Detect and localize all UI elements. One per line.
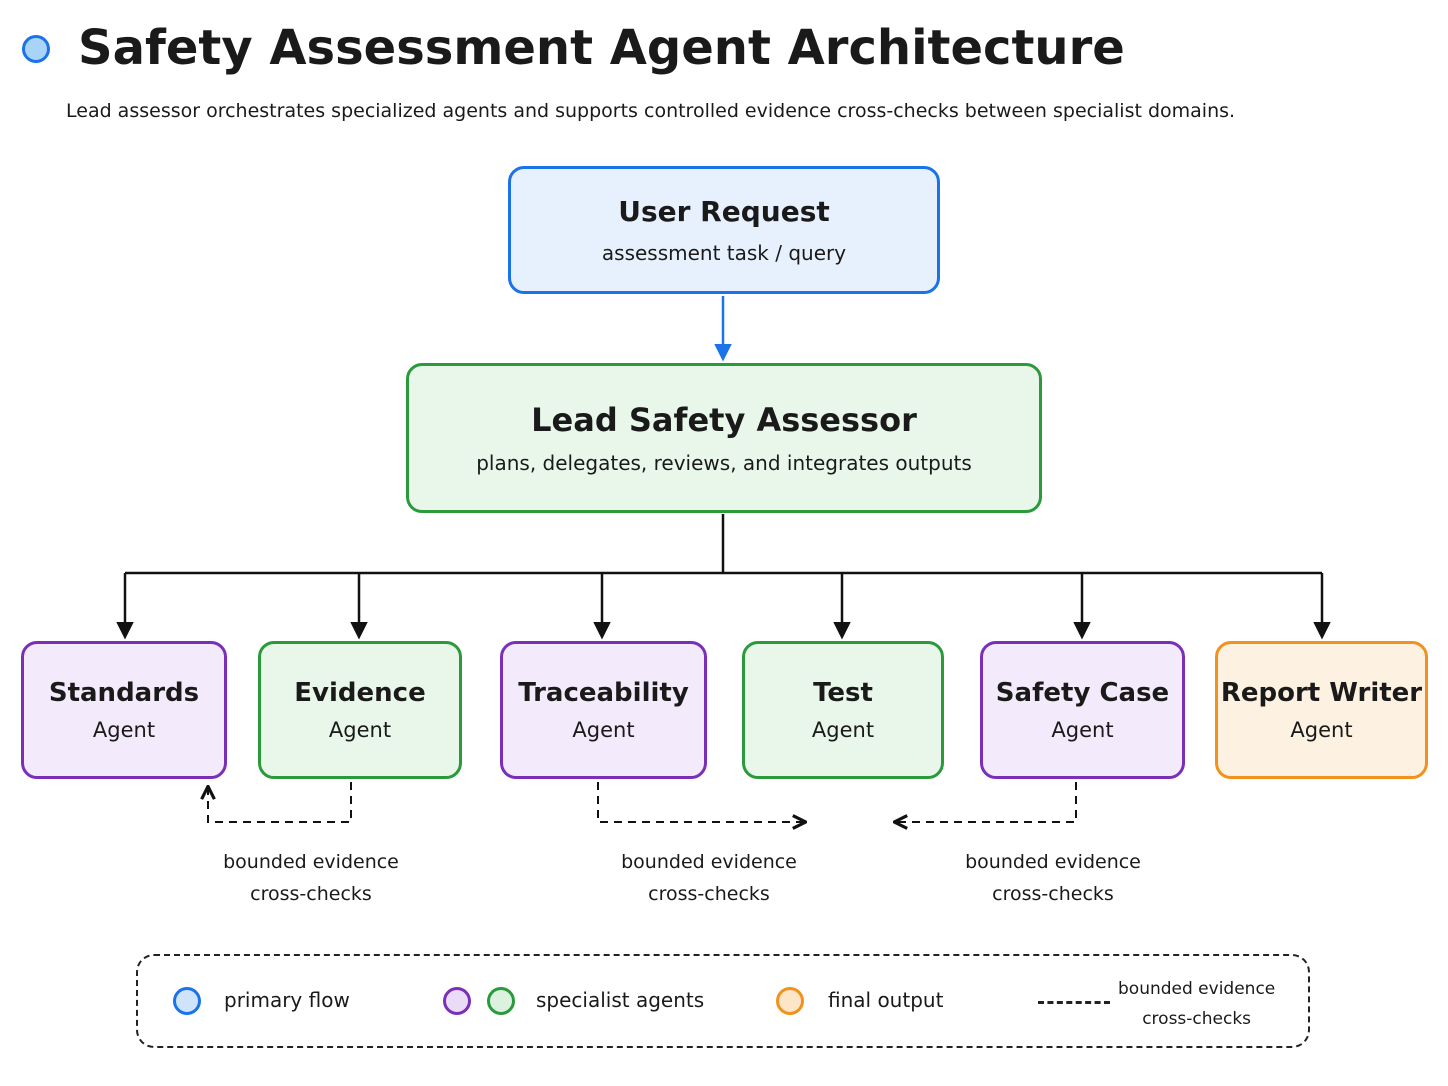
crosscheck-label-1: bounded evidence cross-checks (191, 846, 431, 910)
safety-case-agent-node: Safety Case Agent (980, 641, 1185, 779)
lead-assessor-subtitle: plans, delegates, reviews, and integrate… (476, 451, 972, 476)
lead-assessor-title: Lead Safety Assessor (531, 400, 917, 439)
report-writer-agent-node: Report Writer Agent (1215, 641, 1428, 779)
legend-orange-circle-icon (776, 987, 804, 1015)
test-agent-node: Test Agent (742, 641, 944, 779)
page-title: Safety Assessment Agent Architecture (78, 20, 1125, 76)
crosscheck-safety-case-to-test (896, 782, 1077, 822)
agent-name: Evidence (294, 678, 426, 709)
legend-bounded-crosschecks: bounded evidence cross-checks (1118, 974, 1275, 1034)
agent-sub: Agent (811, 717, 875, 742)
agent-sub: Agent (1051, 717, 1114, 742)
legend (136, 954, 1310, 1048)
agent-sub: Agent (572, 717, 635, 742)
agent-name: Report Writer (1220, 678, 1423, 709)
legend-bounded-line2: cross-checks (1142, 1009, 1252, 1029)
agent-name: Standards (48, 678, 200, 709)
crosscheck-traceability-to-test (597, 782, 804, 822)
legend-bounded-line1: bounded evidence (1118, 979, 1276, 999)
user-request-node: User Request assessment task / query (508, 166, 940, 294)
crosscheck-label-3: bounded evidence cross-checks (933, 846, 1173, 910)
standards-agent-node: Standards Agent (21, 641, 227, 779)
agent-name: Test (813, 678, 873, 709)
agent-sub: Agent (328, 717, 392, 742)
agent-sub: Agent (92, 717, 156, 742)
legend-final-output: final output (828, 988, 944, 1012)
legend-blue-circle-icon (173, 987, 201, 1015)
crosscheck-label-line2: cross-checks (648, 883, 770, 905)
crosscheck-label-line2: cross-checks (250, 883, 372, 905)
crosscheck-label-line2: cross-checks (992, 883, 1114, 905)
crosscheck-label-line1: bounded evidence (223, 851, 399, 873)
title-dot-icon (22, 35, 50, 63)
evidence-agent-node: Evidence Agent (258, 641, 462, 779)
user-request-subtitle: assessment task / query (601, 240, 847, 265)
agent-name: Traceability (518, 678, 689, 709)
agent-sub: Agent (1290, 717, 1353, 742)
crosscheck-label-2: bounded evidence cross-checks (589, 846, 829, 910)
traceability-agent-node: Traceability Agent (500, 641, 707, 779)
page-subtitle: Lead assessor orchestrates specialized a… (66, 100, 1236, 122)
crosscheck-label-line1: bounded evidence (621, 851, 797, 873)
legend-primary-flow: primary flow (224, 988, 350, 1012)
legend-dashed-line-icon (1038, 1001, 1110, 1004)
legend-purple-circle-icon (443, 987, 471, 1015)
agent-name: Safety Case (995, 678, 1170, 709)
legend-green-circle-icon (487, 987, 515, 1015)
user-request-title: User Request (618, 195, 830, 229)
legend-specialist-agents: specialist agents (536, 988, 705, 1012)
crosscheck-evidence-to-standards (208, 782, 352, 823)
crosscheck-label-line1: bounded evidence (965, 851, 1141, 873)
lead-assessor-node: Lead Safety Assessor plans, delegates, r… (406, 363, 1042, 513)
